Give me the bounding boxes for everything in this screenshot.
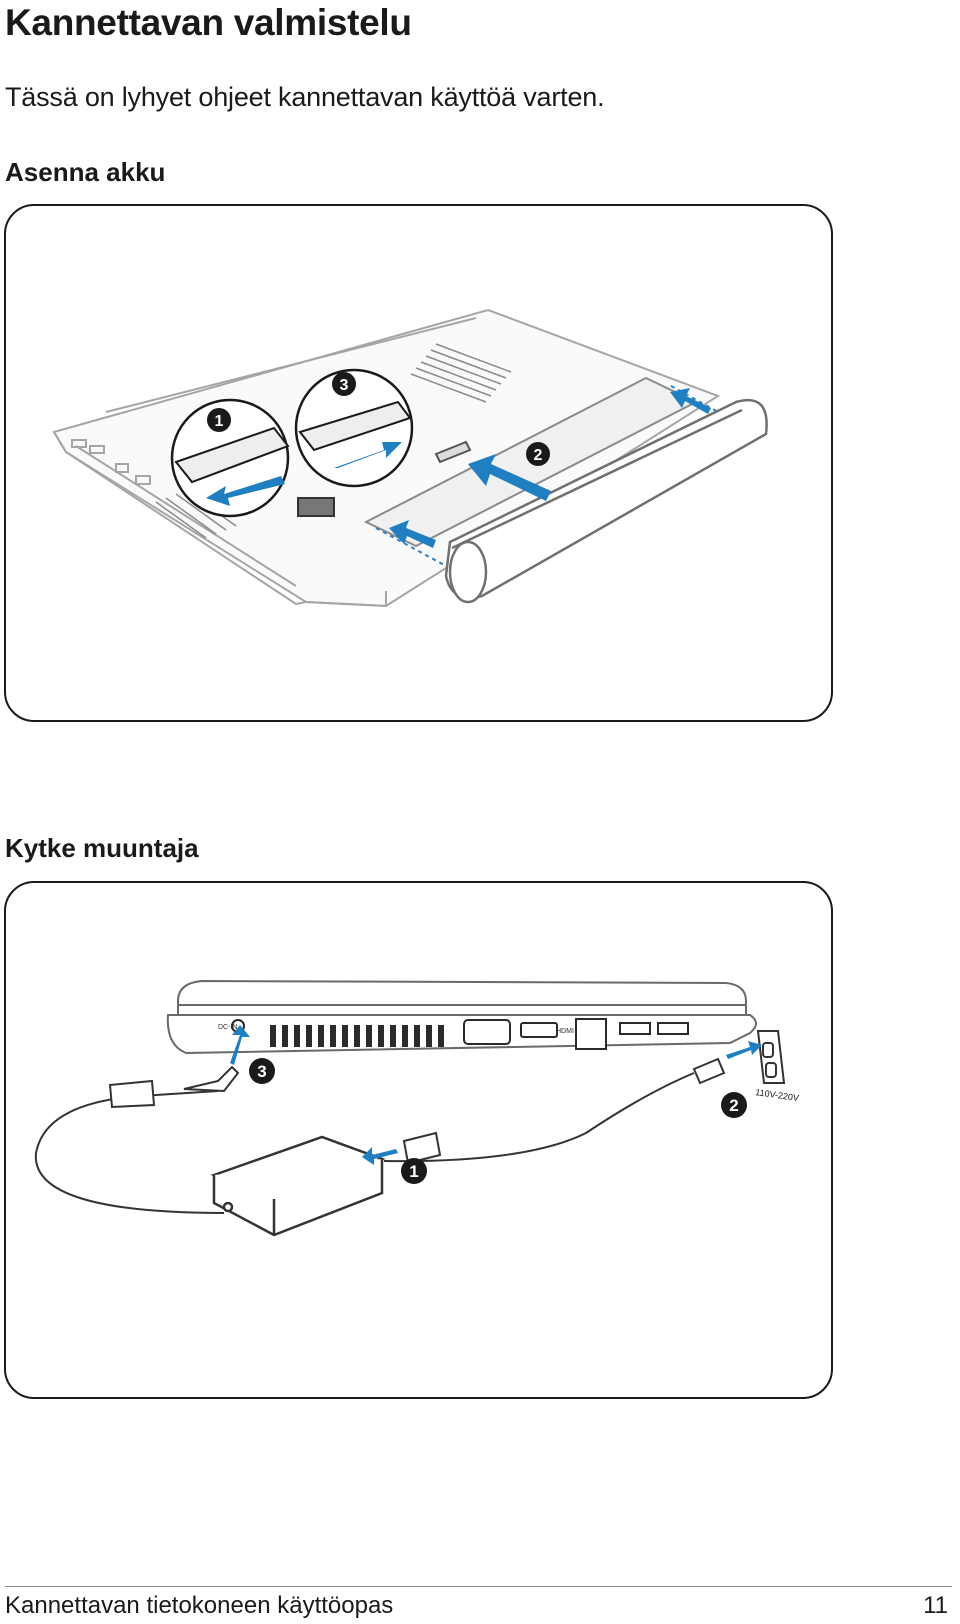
page-number: 11	[923, 1592, 948, 1619]
hdmi-label: HDMI	[556, 1028, 574, 1035]
svg-text:2: 2	[729, 1096, 738, 1115]
svg-text:3: 3	[340, 377, 349, 394]
svg-text:1: 1	[215, 413, 224, 430]
page-title: Kannettavan valmistelu	[5, 2, 412, 43]
power-outlet-icon	[756, 1030, 786, 1084]
adapter-illustration-frame: DC-IN HDMI 110V-220V	[4, 881, 833, 1399]
step-badge-3: 3	[332, 372, 356, 396]
step-badge-1: 1	[401, 1158, 427, 1184]
dc-in-label: DC-IN	[218, 1024, 237, 1031]
step-badge-1: 1	[207, 408, 231, 432]
svg-text:3: 3	[257, 1062, 266, 1081]
svg-text:2: 2	[534, 447, 543, 464]
adapter-connect-illustration: DC-IN HDMI 110V-220V	[34, 979, 800, 1237]
footer-title: Kannettavan tietokoneen käyttöopas	[5, 1592, 394, 1619]
svg-text:1: 1	[409, 1162, 418, 1181]
battery-illustration-frame: 1 2 3	[4, 204, 833, 722]
step-badge-3: 3	[249, 1058, 275, 1084]
ac-adapter-icon	[210, 1135, 386, 1237]
step-badge-2: 2	[526, 442, 550, 466]
battery-install-illustration: 1 2 3	[52, 308, 768, 608]
voltage-label: 110V-220V	[755, 1087, 800, 1103]
section-heading-battery: Asenna akku	[5, 157, 166, 187]
step-badge-2: 2	[721, 1092, 747, 1118]
footer-divider	[5, 1586, 952, 1587]
section-heading-adapter: Kytke muuntaja	[5, 833, 199, 863]
intro-text: Tässä on lyhyet ohjeet kannettavan käytt…	[5, 82, 605, 112]
